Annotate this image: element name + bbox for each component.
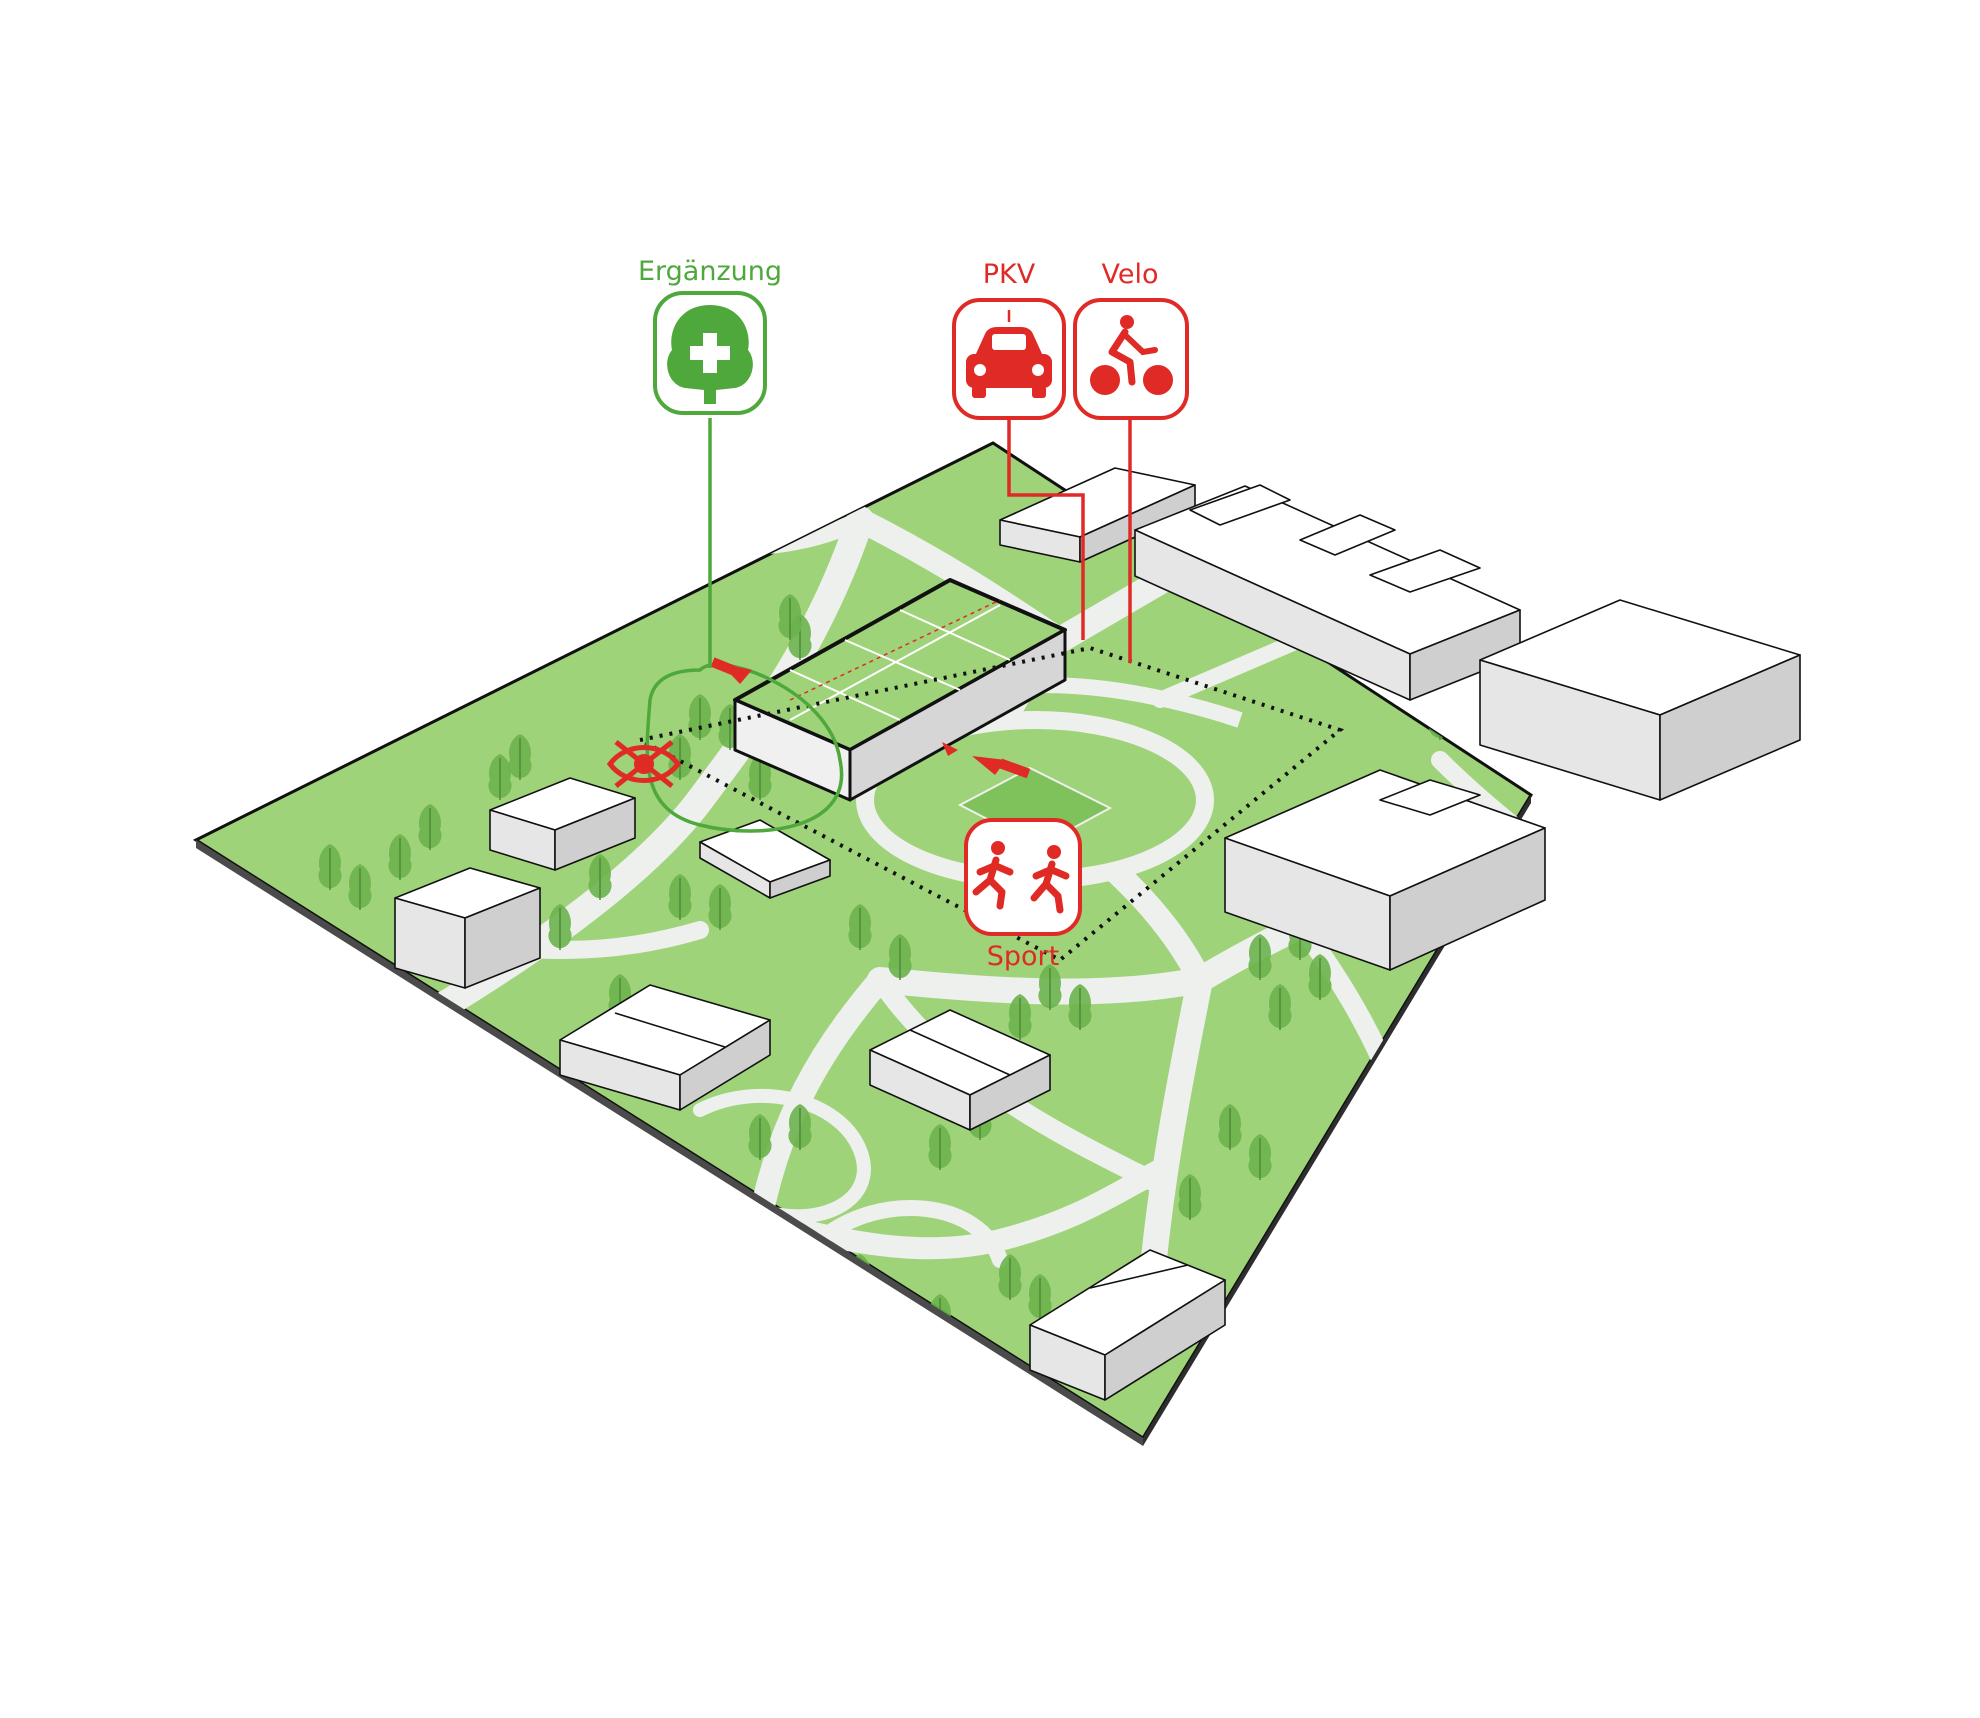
erganzung-callout: Ergänzung <box>638 256 782 415</box>
building-pitched-west <box>559 984 771 1111</box>
building-pitched-south <box>1029 1249 1226 1401</box>
sport-label: Sport <box>987 941 1059 972</box>
entrance-arrows <box>710 657 1031 779</box>
building-north-2 <box>1134 484 1521 701</box>
sport-callout: Sport <box>964 818 1082 972</box>
pkv-callout: PKV <box>952 259 1066 420</box>
new-school-building <box>733 578 1067 802</box>
car-icon <box>966 310 1052 398</box>
velo-callout: Velo <box>1073 259 1189 420</box>
building-pitched-center <box>869 1009 1051 1131</box>
running-children-icon <box>972 841 1070 914</box>
tree-plus-icon <box>667 305 753 404</box>
bicycle-icon <box>1090 315 1173 395</box>
erganzung-label: Ergänzung <box>638 256 782 287</box>
building-gym-small <box>699 819 831 899</box>
building-west-tower <box>394 777 636 989</box>
pkv-label: PKV <box>983 259 1036 290</box>
arrow-inner-entrance <box>942 742 958 756</box>
buildings <box>394 467 1801 1401</box>
building-hall-southeast <box>1224 769 1546 971</box>
crossed-eye-icon <box>606 740 682 788</box>
arrow-east-entrance <box>972 756 1006 775</box>
building-hall-east <box>1479 599 1801 801</box>
leader-lines <box>708 418 1132 668</box>
site-boundary <box>634 645 1345 963</box>
velo-label: Velo <box>1101 259 1158 290</box>
tree-supplement-zone <box>645 663 844 833</box>
building-north-1 <box>999 467 1196 563</box>
